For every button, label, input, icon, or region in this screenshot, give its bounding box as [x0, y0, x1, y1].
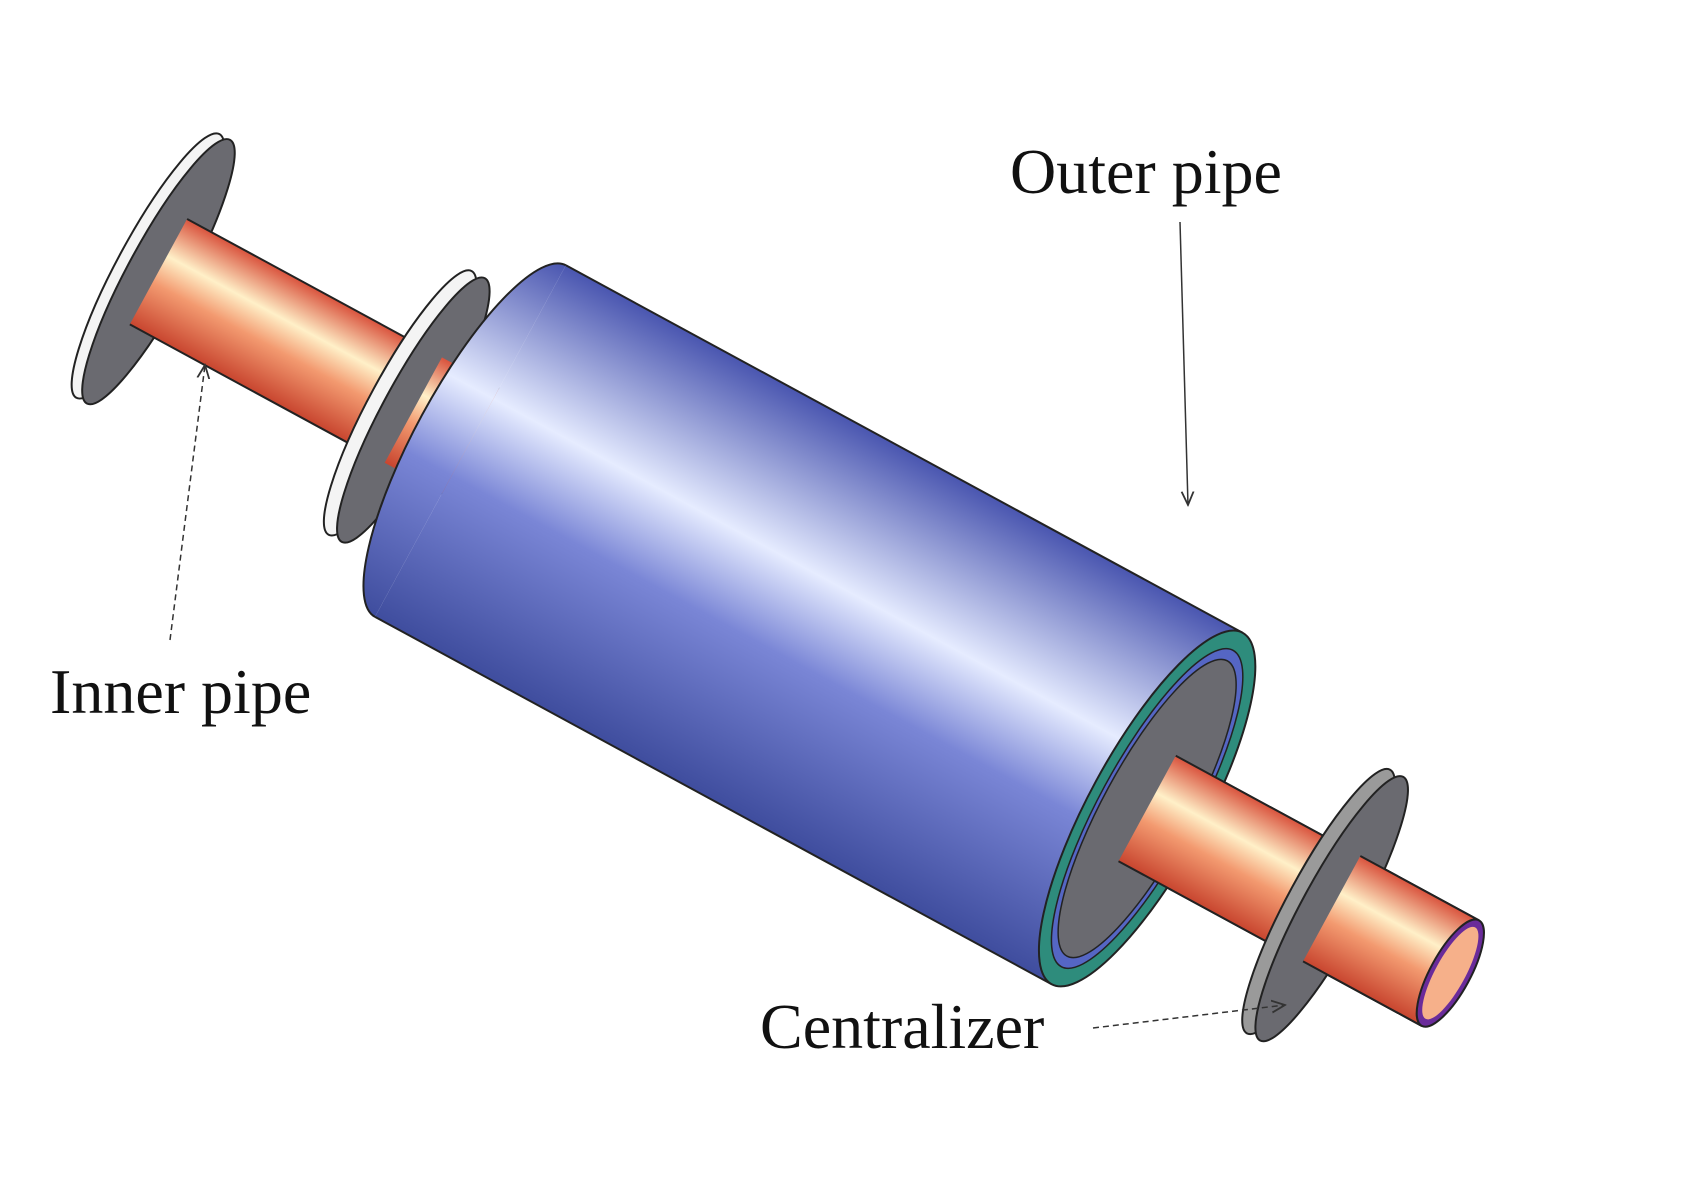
inner-pipe-bore: [1415, 918, 1485, 1028]
inner-pipe-label: Inner pipe: [50, 656, 312, 727]
centralizer-label: Centralizer: [760, 991, 1045, 1062]
inner-pipe-arrow: [169, 365, 205, 641]
outer-pipe: [362, 262, 1257, 988]
outer-pipe-arrow: [1179, 221, 1188, 505]
outer-pipe-label: Outer pipe: [1010, 136, 1282, 207]
centralizer-arrow: [1092, 1005, 1285, 1029]
